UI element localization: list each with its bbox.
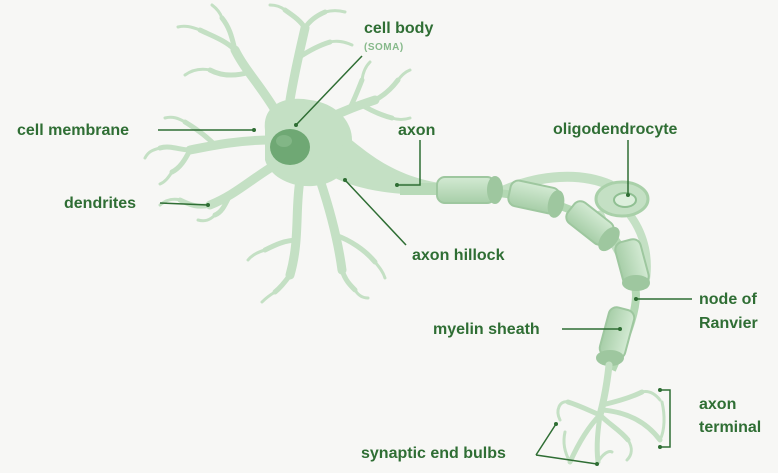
- label-axon-hillock: axon hillock: [412, 246, 504, 265]
- label-synaptic-end-bulbs: synaptic end bulbs: [361, 444, 506, 463]
- leader-synaptic-bulb-1: [536, 424, 556, 455]
- bracket-axon-terminal: [660, 390, 670, 447]
- label-node-of-ranvier-line1: node of: [699, 290, 757, 309]
- label-cell-membrane: cell membrane: [17, 121, 129, 140]
- label-oligodendrocyte: oligodendrocyte: [553, 120, 677, 139]
- label-axon-terminal-line2: terminal: [699, 418, 761, 437]
- label-myelin-sheath: myelin sheath: [433, 320, 540, 339]
- label-cell-body: cell body: [364, 19, 433, 38]
- leader-dendrites: [160, 203, 208, 205]
- leader-synaptic-bulb-2: [536, 455, 597, 464]
- label-axon-terminal-line1: axon: [699, 395, 736, 414]
- leader-axon: [397, 140, 420, 185]
- label-node-of-ranvier-line2: Ranvier: [699, 314, 758, 333]
- leader-axon-hillock: [345, 180, 406, 245]
- leader-cell-body: [296, 56, 362, 125]
- label-soma: (SOMA): [364, 42, 404, 53]
- label-axon: axon: [398, 121, 435, 140]
- label-dendrites: dendrites: [64, 194, 136, 213]
